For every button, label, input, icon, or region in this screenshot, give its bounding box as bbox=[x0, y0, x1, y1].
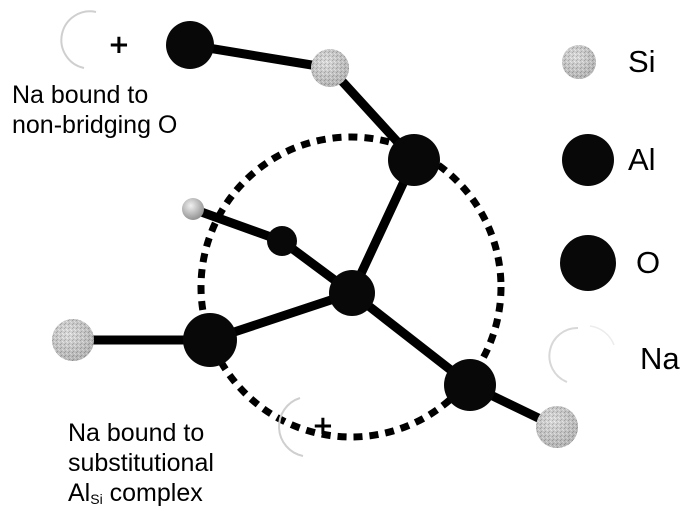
al-atom-upper-right bbox=[388, 134, 440, 186]
legend-o-symbol bbox=[560, 235, 616, 291]
legend-si-symbol-speckle bbox=[562, 45, 596, 79]
si-atom-top-speckle bbox=[311, 49, 349, 87]
na-ion-bottom bbox=[278, 397, 304, 457]
al-text: Al bbox=[68, 479, 91, 507]
complex-boundary-dotted-circle bbox=[197, 133, 505, 441]
caption-top-line2: non-bridging O bbox=[12, 111, 178, 139]
caption-bottom-line3: AlSi complex bbox=[68, 478, 214, 514]
o-atom-small bbox=[267, 226, 297, 256]
al-atom-lower-right bbox=[444, 359, 496, 411]
legend-label-si: Si bbox=[628, 44, 656, 79]
caption-bottom-line1: Na bound to bbox=[68, 419, 205, 447]
bond-si-left-small-o bbox=[188, 204, 287, 246]
caption-top-line1: Na bound to bbox=[12, 81, 149, 109]
legend-symbols bbox=[548, 45, 616, 383]
na-ion-top bbox=[60, 10, 97, 69]
caption-na-non-bridging-o: Na bound to non-bridging O bbox=[12, 80, 177, 140]
legend-al-symbol bbox=[562, 134, 614, 186]
legend-label-o: O bbox=[636, 245, 661, 280]
legend-label-al: Al bbox=[628, 142, 656, 177]
center-atom bbox=[329, 270, 375, 316]
complex-text: complex bbox=[102, 479, 203, 507]
al-atom-left bbox=[183, 313, 237, 367]
legend-na-symbol bbox=[548, 326, 579, 383]
o-atom-top bbox=[166, 21, 214, 69]
caption-bottom-line2: substitutional bbox=[68, 449, 214, 477]
na-ion-top-charge: + bbox=[108, 30, 130, 60]
si-subscript: Si bbox=[90, 491, 103, 507]
legend-label-na: Na bbox=[640, 341, 680, 376]
si-atom-left-small bbox=[182, 198, 204, 220]
si-atom-left-speckle bbox=[52, 319, 94, 361]
na-ion-bottom-charge: + bbox=[312, 411, 334, 441]
caption-na-substitutional-complex: Na bound to substitutional AlSi complex bbox=[68, 418, 214, 514]
atoms bbox=[52, 21, 578, 448]
si-atom-lower-right-speckle bbox=[536, 406, 578, 448]
